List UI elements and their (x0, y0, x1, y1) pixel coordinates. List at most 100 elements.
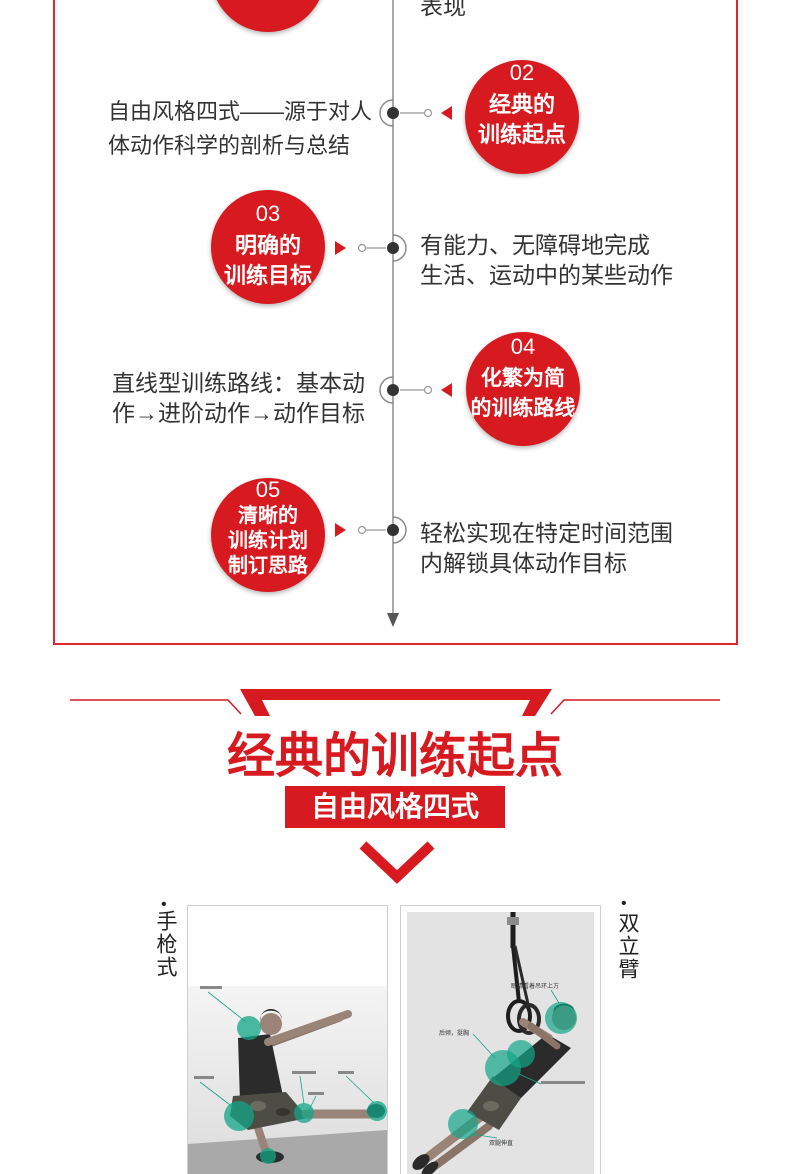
annotation-leader (207, 991, 247, 1023)
shorts-camo-spot (483, 1101, 499, 1111)
timeline-graphic (335, 0, 452, 627)
shorts-camo-spot (250, 1101, 266, 1111)
annotation-label-mark (541, 1081, 585, 1084)
athlete-arm (527, 1022, 561, 1050)
gymnastic-rings (506, 912, 541, 1035)
connector-ring-icon (423, 385, 433, 395)
exercise-photo-ring-muscle-up: 眼睛看着吊环上方 后倾，挺胸 双腿伸直 (400, 905, 601, 1174)
timeline-frame (53, 0, 738, 645)
timeline-node-icon (387, 524, 399, 536)
section-title: 经典的训练起点 (226, 730, 563, 783)
ring-strap (513, 945, 530, 1005)
ring-muscle-up-illustration: 眼睛看着吊环上方 后倾，挺胸 双腿伸直 (401, 906, 600, 1174)
annotation-label-mark (292, 1071, 316, 1074)
athlete-shoe (421, 1161, 439, 1174)
description-line: 表现 (420, 0, 466, 19)
exercise-photo-pistol-squat (187, 905, 388, 1174)
annotation-layer (194, 986, 387, 1164)
exercise-bullet: • (621, 895, 627, 912)
exercise-label-pistol-squat: 手枪式 (154, 910, 177, 979)
timeline-node-02 (379, 99, 452, 127)
exercise-label-ring-muscle-up: 双立臂 (616, 912, 639, 981)
annotation-marker (448, 1109, 478, 1139)
athlete-arm (264, 1010, 352, 1046)
step-title-line: 的训练路线 (470, 397, 576, 420)
athlete-head (260, 1013, 282, 1035)
node-arc (379, 376, 394, 404)
header-band-inner (262, 700, 530, 716)
step-number: 03 (255, 201, 281, 226)
chevron-down-icon (359, 841, 435, 884)
athlete-shoe (412, 1154, 430, 1170)
triangle-pointer-icon (335, 241, 346, 255)
timeline-node-04 (379, 376, 452, 404)
step-circle-03: 03 明确的 训练目标 (211, 190, 325, 304)
connector-ring-icon (357, 243, 367, 253)
step-title-line: 化繁为简 (481, 367, 565, 390)
annotation-marker (367, 1101, 387, 1121)
step-number: 05 (255, 478, 281, 502)
step-number: 02 (509, 60, 535, 85)
header-rule-left (70, 699, 242, 715)
ring-strap (511, 945, 521, 1003)
description-line: 体动作科学的剖析与总结 (108, 133, 351, 158)
triangle-pointer-icon (335, 523, 346, 537)
annotation-leader (308, 1095, 317, 1111)
step-title-line: 训练目标 (223, 263, 312, 288)
annotation-marker (260, 1148, 276, 1164)
athlete-leg (431, 1122, 493, 1170)
timeline-node-icon (387, 107, 399, 119)
step-number: 04 (510, 334, 536, 359)
annotation-leader (299, 1075, 305, 1105)
athlete-leg (254, 1124, 270, 1156)
timeline-node-03 (335, 234, 407, 262)
annotation-label-mark (200, 986, 222, 989)
node-arc (379, 99, 394, 127)
step-title-line: 训练起点 (477, 122, 566, 147)
description-line: 自由风格四式——源于对人 (108, 99, 373, 124)
annotation-marker (237, 1016, 261, 1040)
annotation-leader (472, 1033, 496, 1059)
annotation-layer: 眼睛看着吊环上方 后倾，挺胸 双腿伸直 (439, 982, 585, 1147)
annotation-marker (294, 1103, 314, 1123)
photo-wall (407, 912, 594, 1174)
ring (517, 1003, 541, 1035)
annotation-label: 眼睛看着吊环上方 (511, 982, 559, 990)
step-description-03: 有能力、无障碍地完成 生活、运动中的某些动作 (420, 230, 673, 290)
description-line: 轻松实现在特定时间范围 (420, 520, 673, 546)
node-arc (392, 516, 407, 544)
annotation-label-mark (194, 1076, 214, 1079)
step-circle-05: 05 清晰的 训练计划 制订思路 (211, 478, 325, 592)
annotation-leader (345, 1075, 375, 1104)
timeline-node-icon (387, 384, 399, 396)
ring (506, 999, 532, 1033)
step-description-04: 直线型训练路线：基本动 作→进阶动作→动作目标 (112, 368, 365, 428)
step-title-line: 清晰的 (238, 505, 298, 527)
pistol-squat-illustration (188, 906, 387, 1174)
step-title-line: 训练计划 (228, 530, 308, 552)
timeline-node-05 (335, 516, 407, 544)
description-line: 直线型训练路线：基本动 (112, 370, 365, 396)
annotation-leader (550, 989, 560, 1004)
description-line: 作→进阶动作→动作目标 (112, 400, 365, 426)
step-description-05: 轻松实现在特定时间范围 内解锁具体动作目标 (420, 518, 673, 578)
annotation-leader (199, 1081, 235, 1109)
exercise-bullet: • (161, 896, 167, 913)
step-circle-02: 02 经典的 训练起点 (465, 60, 579, 174)
annotation-marker (224, 1101, 254, 1131)
annotation-marker (545, 1002, 577, 1034)
timeline-node-icon (387, 242, 399, 254)
annotation-label-mark (308, 1092, 324, 1095)
chevron-stroke (359, 841, 435, 884)
annotation-leader (518, 1073, 542, 1085)
triangle-pointer-icon (441, 383, 452, 397)
step-circle-04: 04 化繁为简 的训练路线 (466, 332, 580, 446)
annotation-label: 后倾，挺胸 (439, 1029, 469, 1037)
section-header-decoration (70, 689, 720, 716)
description-fragment: 表现 (420, 0, 466, 21)
section-subtitle-banner: 自由风格四式 (285, 786, 505, 828)
annotation-leader (470, 1133, 498, 1139)
photo-floor (188, 1130, 387, 1174)
step-title-line: 制订思路 (228, 555, 308, 577)
node-arc (392, 234, 407, 262)
